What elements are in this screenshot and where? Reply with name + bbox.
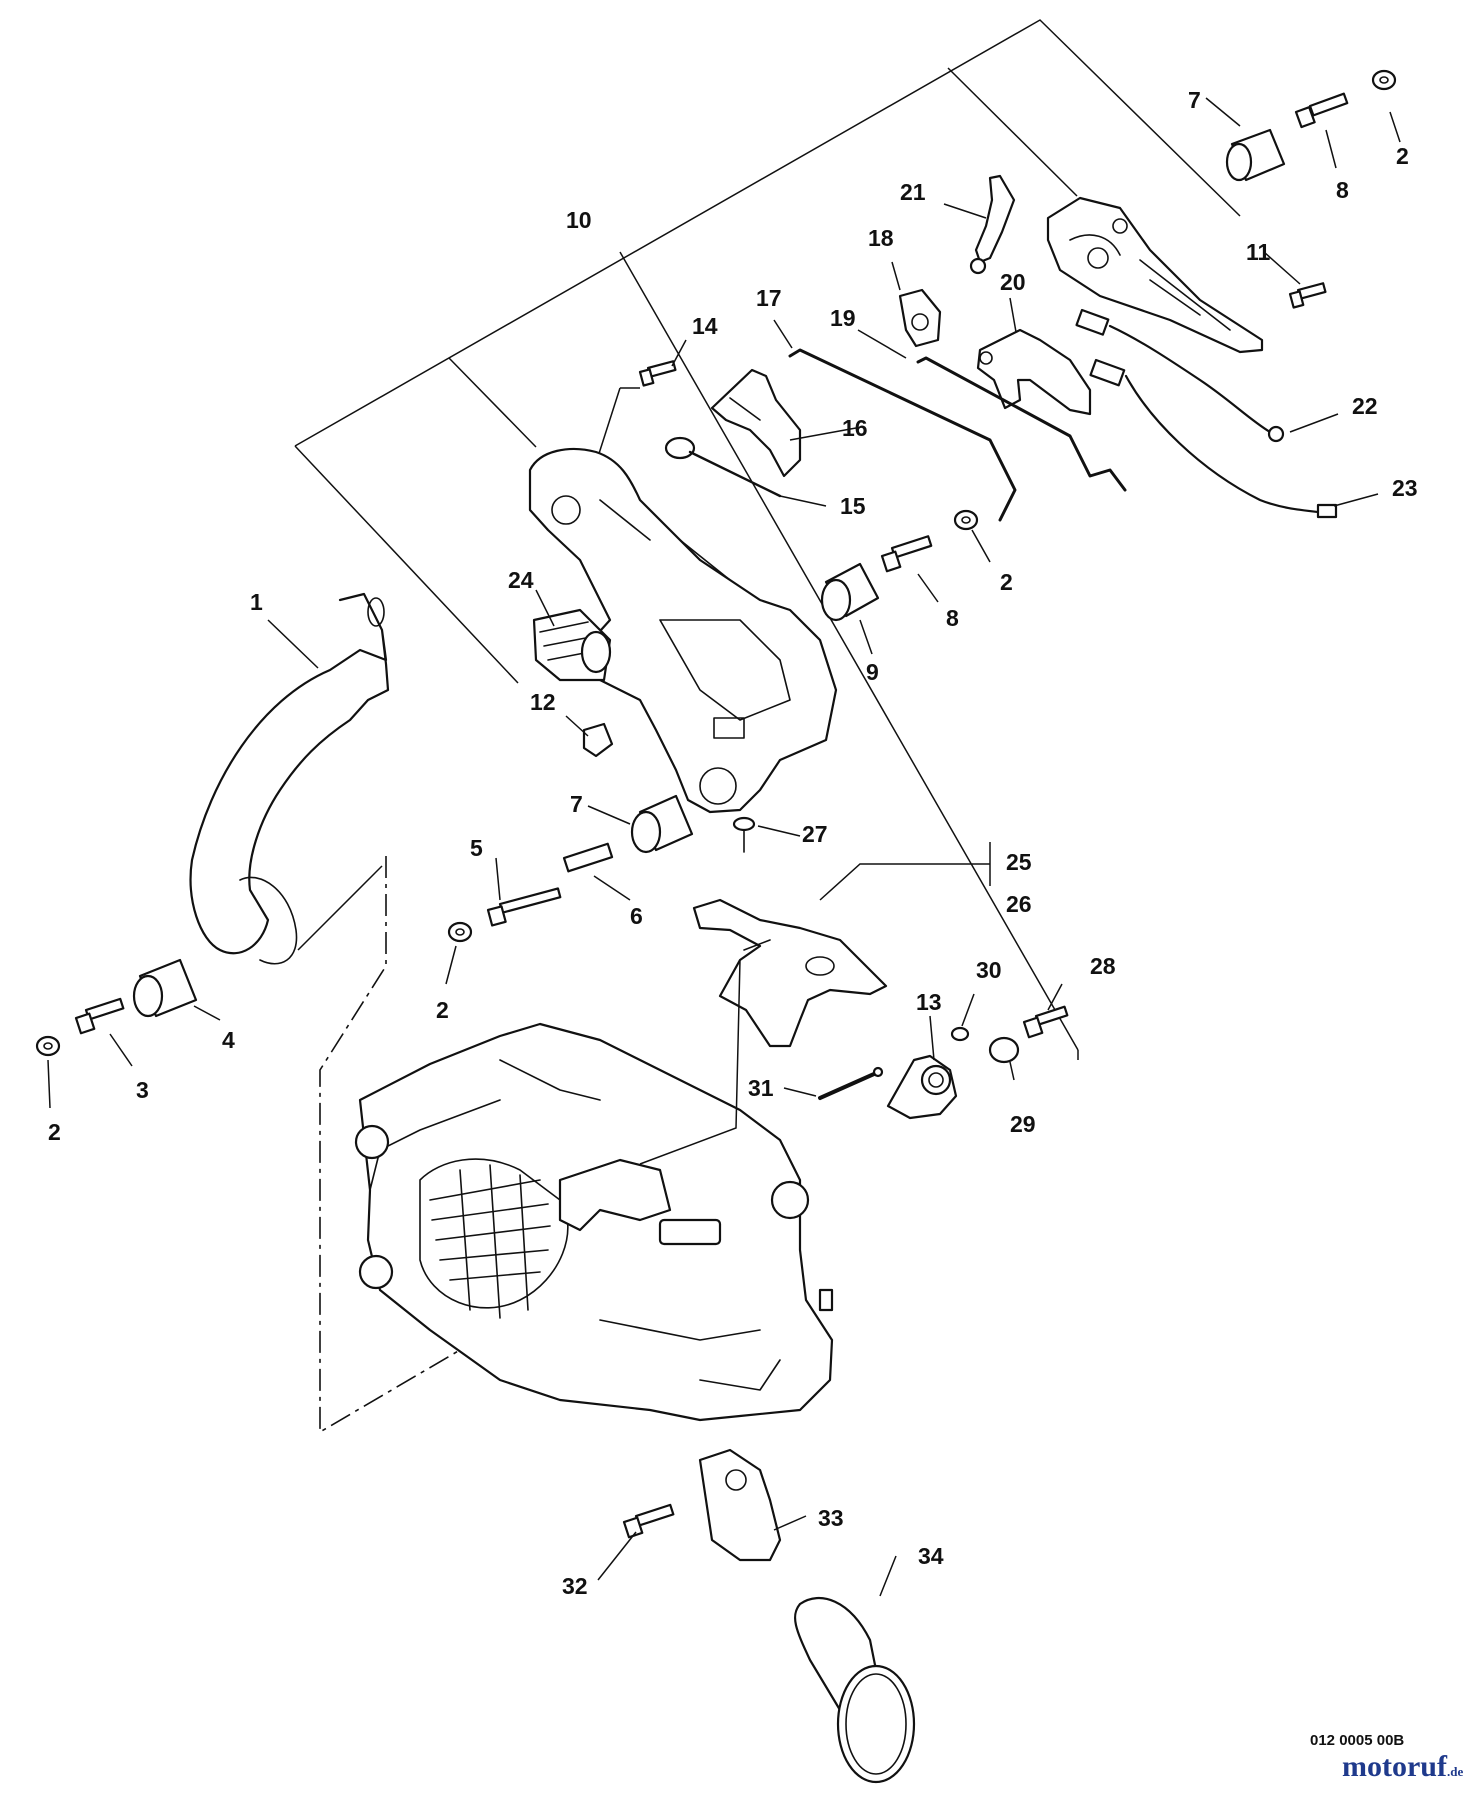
screw-28 (1022, 1005, 1069, 1039)
screw-14 (638, 360, 677, 387)
rear-handle-cover (1046, 196, 1264, 354)
main-handle-10 (528, 448, 838, 814)
callout-7: 7 (570, 791, 583, 817)
callout-29: 29 (1010, 1111, 1036, 1137)
callout-8: 8 (946, 605, 959, 631)
lever-18 (898, 288, 942, 348)
grommet-12 (582, 722, 614, 758)
washer-2-mid (953, 509, 979, 531)
callout-7: 7 (1188, 87, 1201, 113)
washer-2-top (1371, 69, 1397, 91)
watermark-logo: motoruf.de (1342, 1750, 1463, 1784)
callout-2: 2 (48, 1119, 61, 1145)
callout-11: 11 (1246, 239, 1271, 265)
ring-29 (988, 1036, 1020, 1064)
callout-labels: 1 2 2 2 2 3 4 5 6 7 7 8 8 9 10 11 12 13 … (48, 87, 1418, 1599)
callout-25: 25 (1006, 849, 1032, 875)
bushing-7-top (1225, 128, 1286, 182)
bracket-33 (698, 1448, 782, 1562)
callout-27: 27 (802, 821, 828, 847)
callout-24: 24 (508, 567, 534, 593)
callout-5: 5 (470, 835, 483, 861)
diagram-code: 012 0005 00B (1310, 1732, 1405, 1749)
callout-14: 14 (692, 313, 718, 339)
callout-15: 15 (840, 493, 866, 519)
callout-22: 22 (1352, 393, 1378, 419)
callout-30: 30 (976, 957, 1002, 983)
screw-11 (1288, 282, 1327, 309)
ignition-switch-16 (710, 368, 802, 478)
callout-2: 2 (1396, 143, 1409, 169)
ring-30 (950, 1026, 970, 1042)
callout-32: 32 (562, 1573, 588, 1599)
mount-4 (132, 958, 198, 1018)
callout-34: 34 (918, 1543, 944, 1569)
screw-27 (732, 816, 756, 853)
wire-23 (1089, 358, 1338, 519)
boot-24 (532, 608, 612, 682)
callout-26: 26 (1006, 891, 1032, 917)
watermark-name: motoruf (1342, 1750, 1447, 1783)
cable-15 (664, 436, 782, 498)
screw-8-top (1294, 92, 1349, 129)
washer-2-center (447, 921, 473, 943)
callout-33: 33 (818, 1505, 844, 1531)
screw-32 (622, 1503, 675, 1539)
leader-lines (47, 97, 1401, 1597)
bushing-7-mid (630, 794, 694, 854)
sleeve-6 (562, 842, 614, 873)
callout-28: 28 (1090, 953, 1116, 979)
callout-4: 4 (222, 1027, 235, 1053)
front-handle-1 (189, 592, 390, 965)
screw-3 (74, 997, 125, 1035)
callout-9: 9 (866, 659, 879, 685)
gasket-34 (793, 1596, 916, 1784)
callout-16: 16 (842, 415, 868, 441)
callout-19: 19 (830, 305, 856, 331)
wire-22 (1075, 308, 1285, 443)
callout-2: 2 (1000, 569, 1013, 595)
bushing-9 (820, 562, 880, 622)
assembly-bracket-10-11 (294, 19, 1241, 1060)
callout-6: 6 (630, 903, 643, 929)
washer-2-left (35, 1035, 61, 1057)
callout-18: 18 (868, 225, 894, 251)
callout-12: 12 (530, 689, 556, 715)
bolt-5 (486, 887, 562, 927)
pin-31 (818, 1066, 884, 1100)
fuel-pump-13 (886, 1054, 958, 1120)
callout-21: 21 (900, 179, 926, 205)
engine-housing (354, 1022, 834, 1422)
callout-17: 17 (756, 285, 782, 311)
callout-13: 13 (916, 989, 942, 1015)
lever-21 (969, 174, 1016, 275)
callout-8: 8 (1336, 177, 1349, 203)
callout-3: 3 (136, 1077, 149, 1103)
callout-20: 20 (1000, 269, 1026, 295)
watermark-suffix: .de (1446, 1764, 1464, 1779)
throttle-rod-17 (788, 348, 1017, 522)
choke-rod-19 (916, 356, 1127, 492)
screw-8-mid (880, 535, 933, 573)
trigger-20 (976, 328, 1092, 416)
callout-23: 23 (1392, 475, 1418, 501)
front-handle-dash-boundary (297, 856, 461, 1434)
callout-2: 2 (436, 997, 449, 1023)
callout-10: 10 (566, 207, 592, 233)
guard-25-26 (692, 898, 888, 1048)
callout-1: 1 (250, 589, 263, 615)
callout-31: 31 (748, 1075, 774, 1101)
